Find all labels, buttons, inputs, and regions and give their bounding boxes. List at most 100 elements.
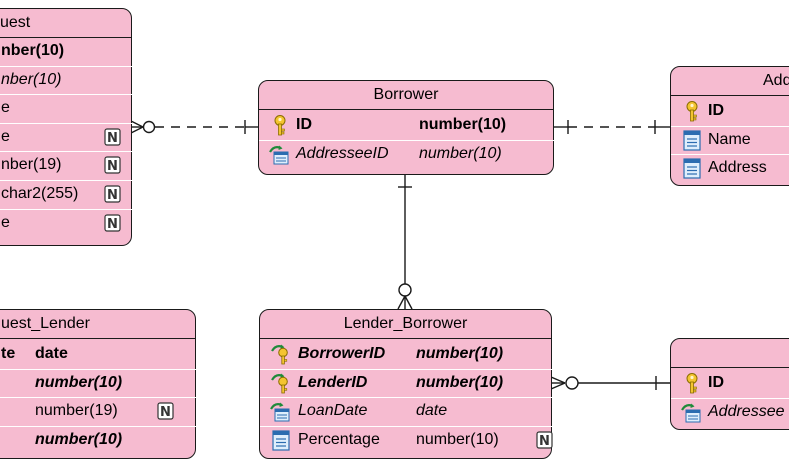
entity-title: Lender_Borrower [260,310,551,339]
column-name: e [1,213,10,231]
entity-title: Add [671,67,789,96]
row-divider [671,125,789,127]
column-type: number(19) [35,402,118,420]
column-row[interactable]: Addressee [671,397,789,426]
column-row[interactable]: Name [671,125,789,154]
row-divider [259,139,555,141]
column-name: Address [708,159,767,177]
column-name: nber(10) [1,42,65,59]
column-name: ID [708,374,724,391]
entity-title: uest [0,9,131,38]
column-row[interactable]: te date [0,340,197,368]
nullable-icon: N [536,431,553,449]
row-divider [0,425,197,427]
svg-text:N: N [107,131,118,146]
column-name: LenderID [298,373,368,391]
entity-title [671,339,789,368]
column-name: Name [708,130,751,148]
row-divider [671,397,789,399]
nullable-icon: N [104,213,121,232]
column-name: ID [296,116,312,133]
column-type: number(10) [416,373,504,391]
svg-text:N: N [107,188,118,203]
relationship-request-borrower [130,120,258,134]
row-divider [671,154,789,156]
column-type: number(10) [416,345,504,362]
column-name: te [1,345,16,362]
relationship-borrower-lender-borrower [397,174,413,310]
row-divider [0,397,197,399]
entity-title: uest_Lender [0,310,195,339]
primary-key-icon [269,114,291,136]
relationship-lender-borrower-right [550,376,670,390]
column-type: date [416,402,448,420]
nullable-icon: N [104,185,121,203]
column-row[interactable]: AddresseeID number(10) [259,139,555,168]
row-divider [0,151,133,153]
row-divider [0,65,133,67]
row-divider [260,425,553,427]
column-row[interactable]: e [0,94,133,122]
column-type: number(10) [416,430,499,448]
column-type: date [35,345,68,362]
row-divider [0,208,133,210]
column-name: AddresseeID [296,144,389,162]
entity-title: Borrower [259,81,553,110]
column-name: ID [708,102,724,119]
nullable-icon: N [104,128,121,146]
column-name: Percentage [298,430,380,448]
row-divider [0,368,197,370]
column-row[interactable]: number(10) [0,368,197,397]
row-divider [260,397,553,399]
nullable-icon: N [157,402,174,420]
relationship-borrower-addressee [553,120,670,134]
column-row[interactable]: ID [671,97,789,125]
column-row[interactable]: nber(10) [0,65,133,94]
column-name: e [1,99,10,117]
primary-key-icon [681,100,703,122]
row-divider [0,122,133,124]
row-divider [260,368,553,370]
column-row[interactable]: Address [671,154,789,182]
column-name: e [1,127,10,145]
column-type: number(10) [419,144,502,162]
column-name: char2(255) [1,185,79,202]
svg-text:N: N [539,434,550,449]
column-icon [681,157,703,179]
row-divider [0,94,133,96]
column-row[interactable]: nber(19) N [0,151,133,179]
column-row[interactable]: number(10) [0,425,197,454]
column-row[interactable]: number(19) N [0,397,197,425]
svg-text:N: N [107,217,118,232]
column-row[interactable]: LenderID number(10) [260,368,553,397]
column-row[interactable]: Percentage number(10) N [260,425,553,454]
svg-text:N: N [107,159,118,174]
column-name: LoanDate [298,402,368,420]
column-row[interactable]: ID [671,369,789,397]
column-name: Addressee [708,402,785,420]
pk-fk-icon [270,343,292,365]
column-row[interactable]: char2(255) N [0,180,133,208]
pk-fk-icon [270,372,292,394]
column-name: nber(10) [1,70,62,88]
column-icon [681,129,703,151]
entity-right-lower[interactable]: ID Addressee [670,338,789,430]
column-icon [270,429,292,451]
column-name: nber(19) [1,156,62,174]
foreign-key-icon [681,401,703,423]
relationship-lines [130,120,670,390]
row-divider [0,180,133,181]
nullable-icon: N [104,156,121,174]
column-row[interactable]: LoanDate date [260,397,553,425]
column-row[interactable]: nber(10) [0,37,133,65]
svg-text:N: N [160,405,171,420]
